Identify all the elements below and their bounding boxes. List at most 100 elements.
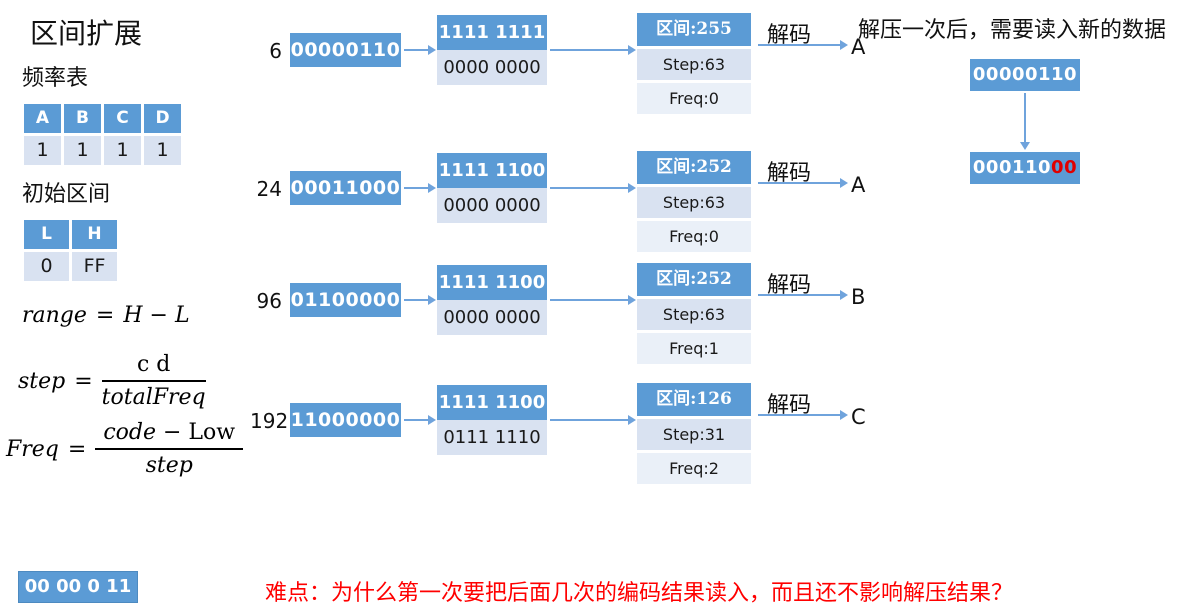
interval-value: 区间:126 bbox=[637, 383, 751, 416]
mask-bits: 1111 1100 bbox=[437, 385, 547, 420]
freq-value: Freq:0 bbox=[637, 83, 751, 114]
formula-freq-lhs: Freq bbox=[6, 436, 59, 462]
mask-low-box: 1111 1100 0111 1110 bbox=[437, 385, 547, 455]
interval-panel: 区间:126 Step:31 Freq:2 bbox=[637, 383, 751, 484]
readin-heading: 解压一次后，需要读入新的数据 bbox=[858, 18, 1167, 43]
readin-result-prefix: 000110 bbox=[972, 157, 1052, 178]
mask-low-box: 1111 1100 0000 0000 bbox=[437, 265, 547, 335]
decode-arrow bbox=[758, 290, 848, 300]
decoded-symbol: C bbox=[851, 405, 866, 429]
interval-value: 区间:255 bbox=[637, 13, 751, 46]
readin-result-box: 00011000 bbox=[970, 152, 1080, 184]
decoded-symbol: A bbox=[851, 35, 866, 59]
formula-step-numerator: c d bbox=[101, 352, 206, 382]
flow-arrow bbox=[550, 295, 636, 305]
equals-sign: = bbox=[74, 368, 93, 394]
freq-table: A B C D 1 1 1 1 bbox=[24, 104, 181, 165]
encoded-bits-box: 00 00 0 11 bbox=[18, 571, 138, 603]
freq-table-value: 1 bbox=[64, 136, 101, 165]
formula-range-rhs: H − L bbox=[123, 303, 190, 328]
decimal-value: 96 bbox=[256, 289, 282, 313]
readin-down-arrow bbox=[1020, 93, 1030, 150]
mask-bits: 1111 1100 bbox=[437, 153, 547, 188]
interval-value: 区间:252 bbox=[637, 263, 751, 296]
readin-source-box: 00000110 bbox=[970, 59, 1080, 91]
freq-table-label: 频率表 bbox=[22, 66, 89, 91]
formula-freq-fraction: code − Low step bbox=[95, 420, 244, 478]
equals-sign: = bbox=[67, 436, 87, 462]
decimal-value: 6 bbox=[269, 39, 282, 63]
decode-arrow bbox=[758, 40, 848, 50]
decode-label: 解码 bbox=[767, 393, 812, 418]
formula-freq-numerator: code − Low bbox=[95, 420, 244, 450]
low-bits: 0000 0000 bbox=[437, 50, 547, 85]
freq-table-header: D bbox=[144, 104, 181, 133]
decode-label: 解码 bbox=[767, 161, 812, 186]
formula-freq-denominator: step bbox=[145, 453, 193, 478]
init-interval-header: H bbox=[72, 220, 117, 249]
low-bits: 0000 0000 bbox=[437, 188, 547, 223]
flow-arrow bbox=[404, 45, 436, 55]
code-box: 11000000 bbox=[290, 403, 401, 437]
readin-result-suffix: 00 bbox=[1051, 157, 1078, 178]
code-box: 00011000 bbox=[290, 171, 401, 205]
freq-value: Freq:0 bbox=[637, 221, 751, 252]
interval-panel: 区间:252 Step:63 Freq:0 bbox=[637, 151, 751, 252]
decode-flow-row: 192 11000000 1111 1100 0111 1110 区间:126 … bbox=[250, 383, 890, 508]
freq-table-header: A bbox=[24, 104, 61, 133]
decimal-value: 192 bbox=[250, 409, 289, 433]
init-interval-value: 0 bbox=[24, 252, 69, 281]
flow-arrow bbox=[404, 183, 436, 193]
flow-arrow bbox=[404, 295, 436, 305]
init-interval-label: 初始区间 bbox=[22, 182, 111, 207]
freq-table-header: C bbox=[104, 104, 141, 133]
decimal-value: 24 bbox=[256, 177, 282, 201]
page-title: 区间扩展 bbox=[30, 17, 143, 50]
decode-arrow bbox=[758, 178, 848, 188]
interval-panel: 区间:255 Step:63 Freq:0 bbox=[637, 13, 751, 114]
flow-arrow bbox=[550, 45, 636, 55]
code-box: 01100000 bbox=[290, 283, 401, 317]
freq-table-value: 1 bbox=[144, 136, 181, 165]
mask-bits: 1111 1111 bbox=[437, 15, 547, 50]
code-box: 00000110 bbox=[290, 33, 401, 67]
formula-step-lhs: step bbox=[18, 368, 66, 394]
decoded-symbol: B bbox=[851, 285, 866, 309]
decode-flow-row: 96 01100000 1111 1100 0000 0000 区间:252 S… bbox=[250, 263, 890, 388]
mask-bits: 1111 1100 bbox=[437, 265, 547, 300]
mask-low-box: 1111 1111 0000 0000 bbox=[437, 15, 547, 85]
flow-arrow bbox=[550, 415, 636, 425]
equals-sign: = bbox=[95, 303, 115, 328]
flow-arrow bbox=[404, 415, 436, 425]
formula-freq: Freq = code − Low step bbox=[6, 420, 244, 478]
freq-value: Freq:1 bbox=[637, 333, 751, 364]
mask-low-box: 1111 1100 0000 0000 bbox=[437, 153, 547, 223]
init-interval-header: L bbox=[24, 220, 69, 249]
init-interval-table: L H 0 FF bbox=[24, 220, 117, 281]
freq-table-value: 1 bbox=[24, 136, 61, 165]
freq-table-header: B bbox=[64, 104, 101, 133]
freq-table-value: 1 bbox=[104, 136, 141, 165]
low-bits: 0000 0000 bbox=[437, 300, 547, 335]
formula-range-lhs: range bbox=[22, 303, 87, 328]
step-value: Step:31 bbox=[637, 419, 751, 450]
step-value: Step:63 bbox=[637, 49, 751, 80]
decode-arrow bbox=[758, 410, 848, 420]
decode-label: 解码 bbox=[767, 23, 812, 48]
formula-step-denominator: totalFreq bbox=[101, 385, 206, 410]
formula-step: step = c d totalFreq bbox=[18, 352, 206, 410]
decoded-symbol: A bbox=[851, 173, 866, 197]
interval-panel: 区间:252 Step:63 Freq:1 bbox=[637, 263, 751, 364]
difficulty-note: 难点：为什么第一次要把后面几次的编码结果读入，而且还不影响解压结果？ bbox=[265, 581, 1014, 606]
interval-value: 区间:252 bbox=[637, 151, 751, 184]
step-value: Step:63 bbox=[637, 299, 751, 330]
decode-flow-row: 24 00011000 1111 1100 0000 0000 区间:252 S… bbox=[250, 151, 890, 276]
freq-value: Freq:2 bbox=[637, 453, 751, 484]
low-bits: 0111 1110 bbox=[437, 420, 547, 455]
flow-arrow bbox=[550, 183, 636, 193]
step-value: Step:63 bbox=[637, 187, 751, 218]
formula-range: range = H − L bbox=[22, 303, 190, 328]
decode-label: 解码 bbox=[767, 273, 812, 298]
init-interval-value: FF bbox=[72, 252, 117, 281]
